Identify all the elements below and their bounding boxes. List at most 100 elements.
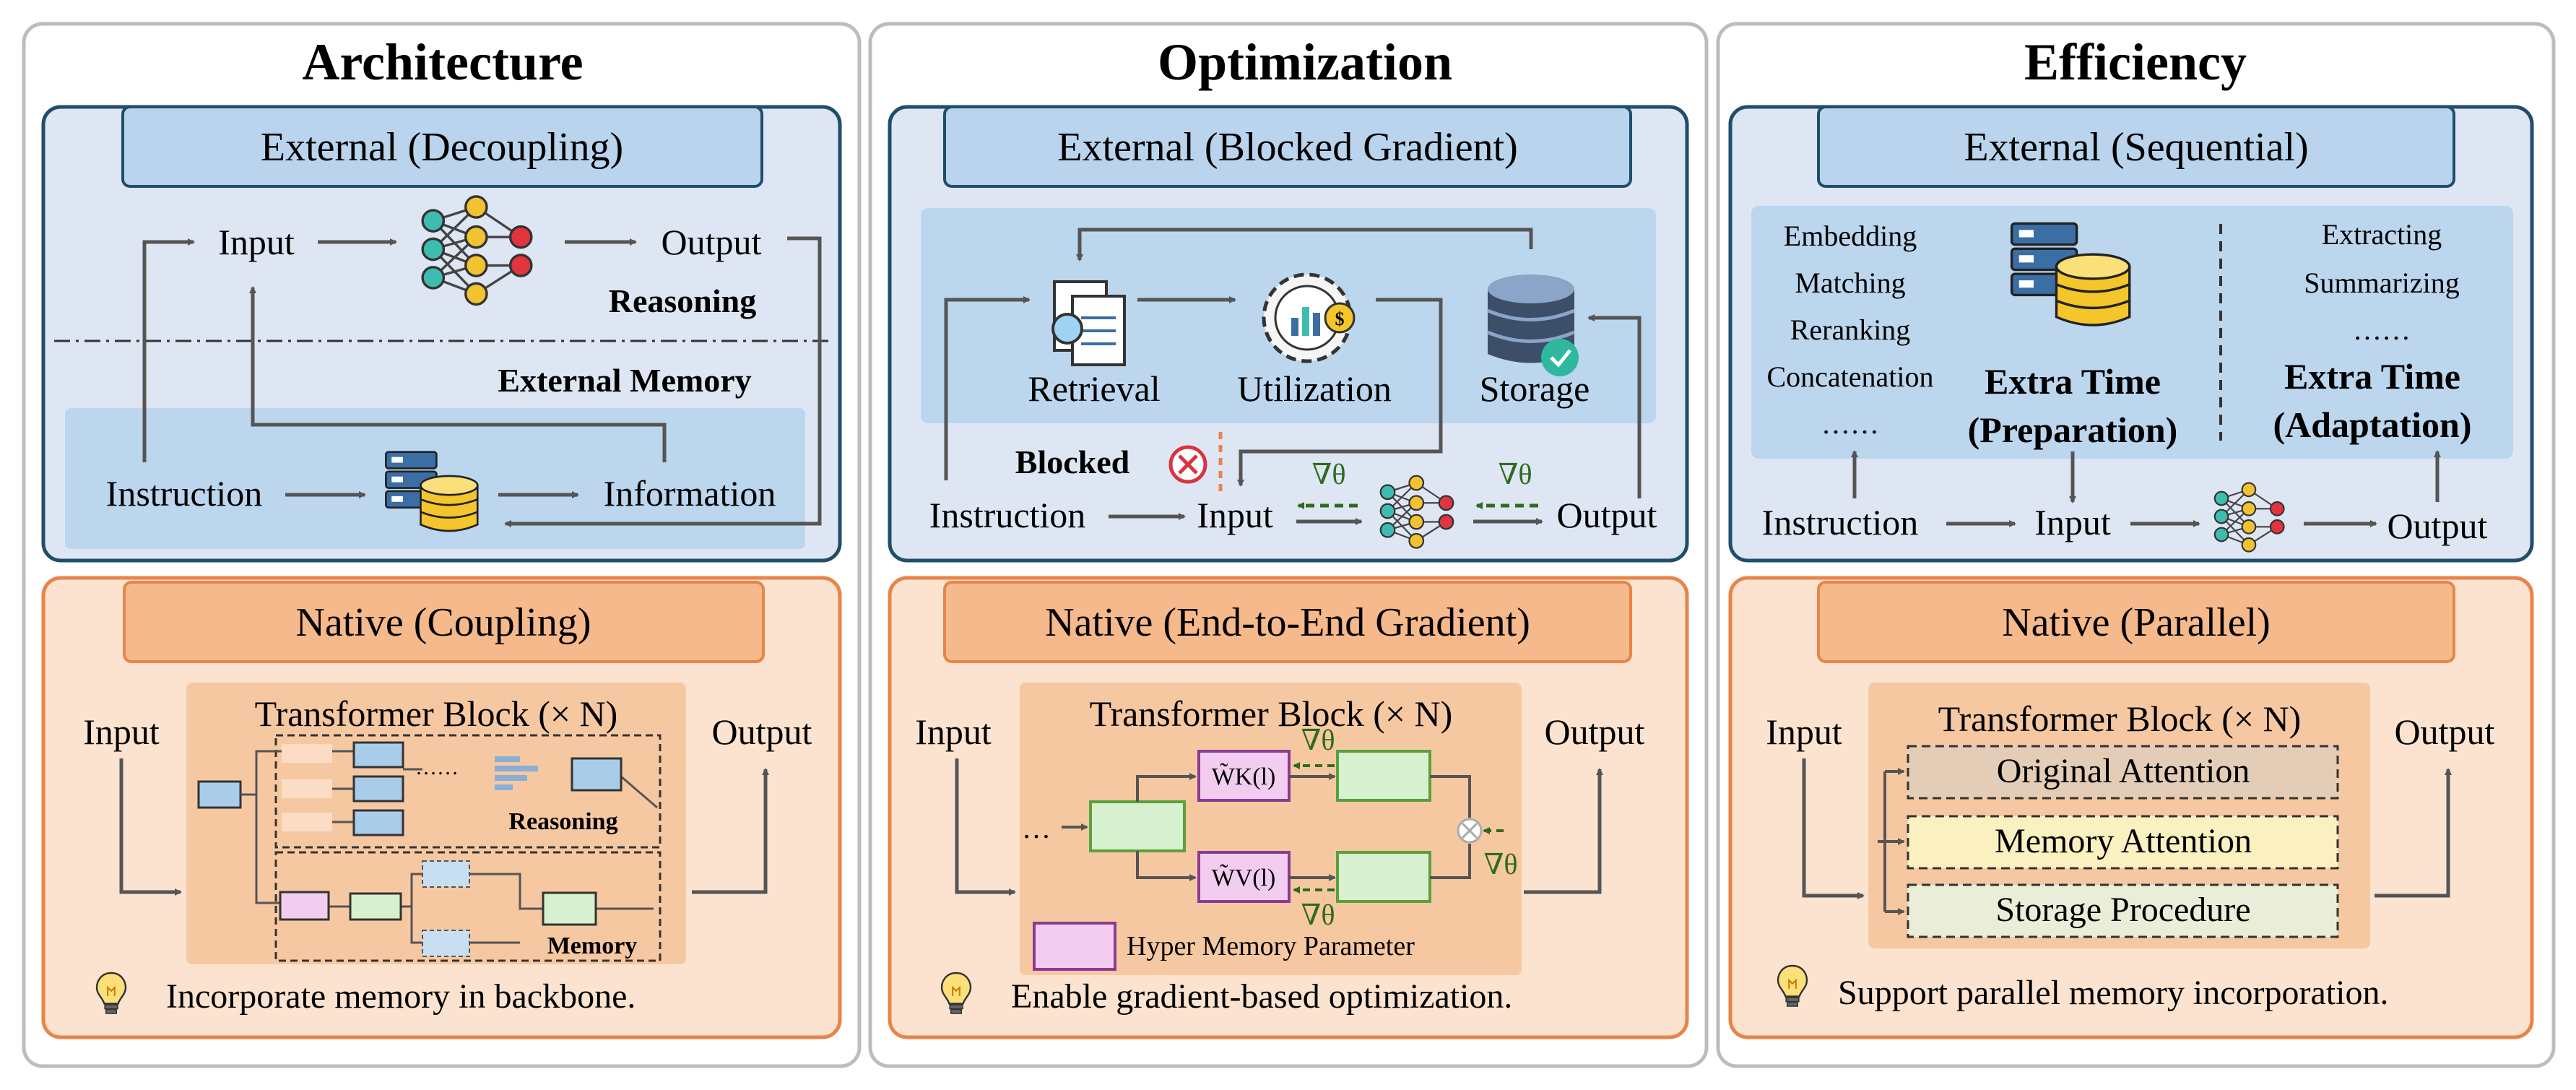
eff-ext-instruction: Instruction xyxy=(1762,502,1919,542)
eff-transformer-block-title: Transformer Block (× N) xyxy=(1938,698,2302,739)
native-label-box xyxy=(1817,581,2455,663)
blocked-x-icon xyxy=(1168,445,1207,484)
optimization-title: Optimization xyxy=(1158,33,1452,91)
arch-ext-output: Output xyxy=(662,222,762,262)
bar-distribution-icon xyxy=(495,756,538,790)
external-blocked-gradient-label: External (Blocked Gradient) xyxy=(1057,125,1518,170)
prep-step-reranking: Reranking xyxy=(1790,313,1911,346)
external-label-box xyxy=(121,105,763,188)
retrieval-label: Retrieval xyxy=(1028,368,1160,409)
memory-dashed-token xyxy=(422,930,470,957)
external-memory-label: External Memory xyxy=(498,362,751,399)
external-label-box xyxy=(1817,105,2455,188)
eff-ext-output: Output xyxy=(2388,506,2488,546)
reasoning-output-box xyxy=(571,757,623,792)
memory-attention-label: Memory Attention xyxy=(1995,822,2252,860)
external-sequential-label: External (Sequential) xyxy=(1964,125,2308,170)
v-green-box xyxy=(1336,851,1431,903)
extra-time-adaptation-sub: (Adaptation) xyxy=(2273,405,2471,445)
arch-native-output: Output xyxy=(712,711,812,752)
arch-reasoning-label: Reasoning xyxy=(609,282,756,319)
native-end-to-end-label: Native (End-to-End Gradient) xyxy=(1045,600,1530,645)
external-label-box xyxy=(943,105,1632,188)
memory-dashed-token xyxy=(422,860,470,888)
reasoning-dashed-box xyxy=(274,734,662,849)
retrieval-document-icon xyxy=(1051,280,1126,366)
blocked-label: Blocked xyxy=(1015,444,1130,480)
grad-top: ∇θ xyxy=(1301,724,1335,756)
wv-param-box xyxy=(1197,851,1291,903)
tip-parallel: Support parallel memory incorporation. xyxy=(1838,974,2388,1012)
prep-step-embedding: Embedding xyxy=(1784,220,1917,252)
faded-token xyxy=(282,779,332,798)
gradient-label-2: ∇θ xyxy=(1498,458,1532,490)
grad-right: ∇θ xyxy=(1483,848,1517,881)
external-decoupling-label: External (Decoupling) xyxy=(261,125,623,170)
prep-step-matching: Matching xyxy=(1795,267,1905,299)
tip-gradient: Enable gradient-based optimization. xyxy=(1011,977,1512,1016)
architecture-title: Architecture xyxy=(302,33,583,91)
native-memory-label: Memory xyxy=(547,933,638,959)
native-label-box xyxy=(943,581,1632,663)
extra-time-adaptation: Extra Time xyxy=(2284,356,2460,397)
native-reasoning-label: Reasoning xyxy=(508,808,617,835)
storage-procedure-label: Storage Procedure xyxy=(1995,891,2250,929)
native-parallel-label: Native (Parallel) xyxy=(2002,600,2271,645)
utilization-label: Utilization xyxy=(1237,368,1392,409)
arch-ext-information: Information xyxy=(604,473,776,514)
adapt-step-ellipsis: …… xyxy=(2353,313,2411,346)
efficiency-title: Efficiency xyxy=(2024,33,2247,91)
opt-native-output: Output xyxy=(1545,711,1645,752)
opt-native-input: Input xyxy=(915,711,992,752)
opt-ext-instruction: Instruction xyxy=(929,495,1086,535)
arch-ext-input: Input xyxy=(218,222,295,262)
faded-token xyxy=(282,813,332,831)
eff-native-output: Output xyxy=(2395,711,2495,752)
arch-native-input: Input xyxy=(83,711,160,752)
opt-ext-output: Output xyxy=(1557,495,1657,535)
opt-transformer-block-title: Transformer Block (× N) xyxy=(1090,693,1453,734)
storage-cylinder-icon xyxy=(1487,274,1579,376)
memory-param-box xyxy=(279,891,330,921)
multiply-cross xyxy=(1461,822,1478,839)
wk-param-box xyxy=(1197,750,1291,802)
wk-label: W̃K(l) xyxy=(1212,763,1276,790)
sequential-region xyxy=(1751,206,2513,459)
memory-output-box xyxy=(542,891,597,926)
extra-time-preparation-sub: (Preparation) xyxy=(1968,410,2178,450)
grad-bottom: ∇θ xyxy=(1301,899,1335,931)
k-green-box xyxy=(1336,750,1431,802)
svg-text:$: $ xyxy=(1335,308,1345,329)
arch-dots: …… xyxy=(415,756,459,779)
transformer-block-title: Transformer Block (× N) xyxy=(255,693,618,734)
prep-step-ellipsis: …… xyxy=(1821,407,1879,440)
original-attention-box xyxy=(1907,745,2339,800)
native-coupling-label: Native (Coupling) xyxy=(295,600,591,645)
arch-ext-instruction: Instruction xyxy=(106,473,263,514)
storage-label: Storage xyxy=(1480,368,1590,409)
adapt-step-summarizing: Summarizing xyxy=(2304,267,2460,299)
eff-native-input: Input xyxy=(1766,711,1842,752)
attention-box xyxy=(352,775,404,803)
utilization-gear-icon: $ xyxy=(1262,272,1356,363)
native-label-box xyxy=(123,581,765,663)
tip-incorporate: Incorporate memory in backbone. xyxy=(166,977,636,1016)
input-token-box xyxy=(197,780,242,809)
eff-ext-input: Input xyxy=(2034,502,2111,542)
adapt-step-extracting: Extracting xyxy=(2322,218,2442,251)
memory-green-box xyxy=(349,892,402,921)
legend-param-swatch xyxy=(1033,922,1116,971)
attention-box xyxy=(352,741,404,769)
faded-token xyxy=(282,744,332,763)
memory-attention-box xyxy=(1907,815,2339,870)
storage-procedure-box xyxy=(1907,883,2339,938)
legend-hyper-memory: Hyper Memory Parameter xyxy=(1127,931,1415,961)
gradient-label-1: ∇θ xyxy=(1311,458,1345,490)
extra-time-preparation: Extra Time xyxy=(1985,361,2161,402)
opt-ext-input: Input xyxy=(1197,495,1273,535)
wv-label: W̃V(l) xyxy=(1212,864,1276,891)
opt-dots: … xyxy=(1022,812,1051,844)
attention-box xyxy=(352,809,404,836)
original-attention-label: Original Attention xyxy=(1997,752,2250,790)
